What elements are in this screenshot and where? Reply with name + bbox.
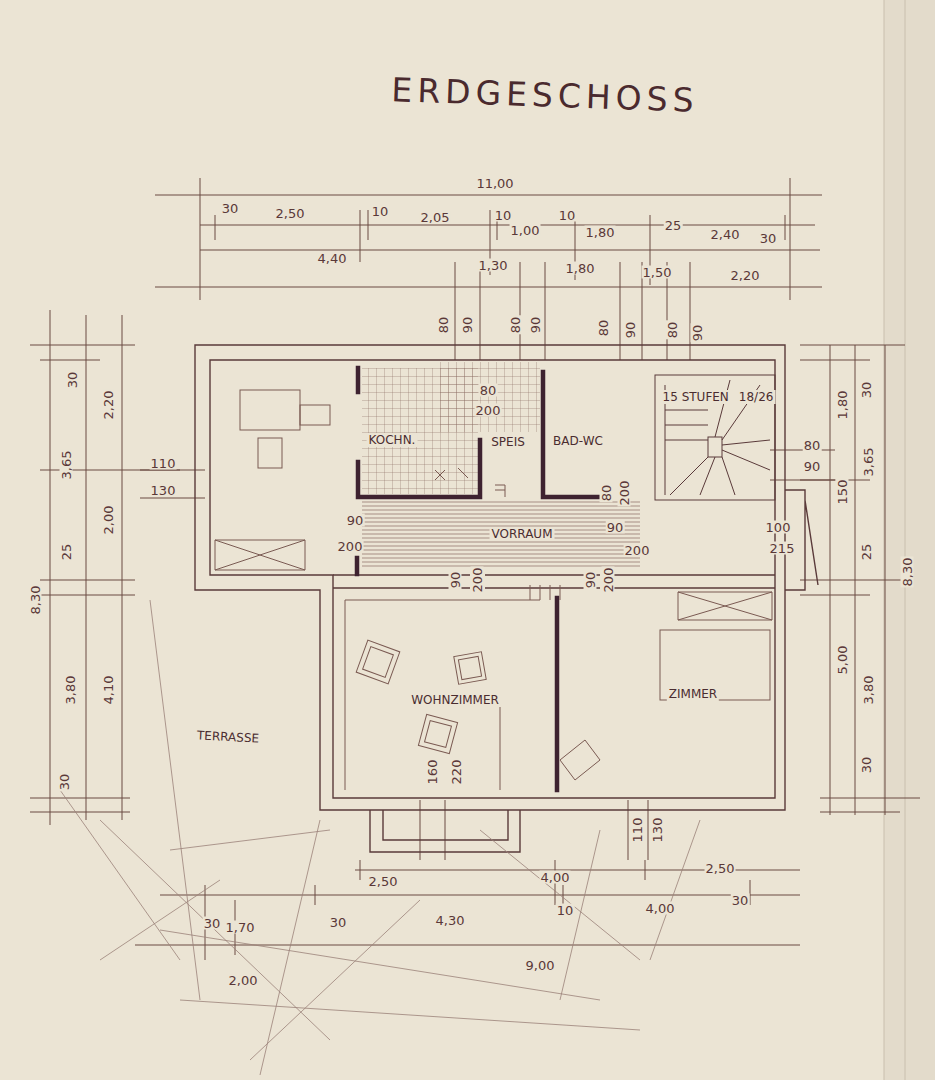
dimension-label: 80 bbox=[666, 321, 679, 340]
dimension-label: 90 bbox=[691, 324, 704, 343]
dimension-label: 90 bbox=[624, 321, 637, 340]
dimension-label: 200 bbox=[618, 480, 631, 507]
dimension-label: 2,20 bbox=[730, 269, 761, 282]
dimension-label: 30 bbox=[731, 894, 750, 907]
room-name: VORRAUM bbox=[490, 527, 555, 541]
dimension-label: 1,50 bbox=[642, 266, 673, 279]
room-label: SPEIS bbox=[489, 435, 527, 449]
dimension-label: 4,30 bbox=[435, 914, 466, 927]
dimension-label: 30 bbox=[66, 371, 79, 390]
dimension-label: 2,20 bbox=[102, 390, 115, 421]
dimension-label: 5,00 bbox=[836, 645, 849, 676]
dimension-label: 2,50 bbox=[275, 207, 306, 220]
dimension-label: 30 bbox=[860, 756, 873, 775]
dimension-label: 2,00 bbox=[228, 974, 259, 987]
dimension-label: 80 bbox=[479, 384, 498, 397]
room-label: KOCHN. bbox=[367, 433, 418, 447]
dimension-label: 200 bbox=[602, 567, 615, 594]
dimension-label: 160 bbox=[426, 759, 439, 786]
room-label: ZIMMER bbox=[667, 687, 719, 701]
dimension-label: 2,50 bbox=[705, 862, 736, 875]
dimension-label: 4,40 bbox=[317, 252, 348, 265]
dimension-label: 2,05 bbox=[420, 211, 451, 224]
plan-title: ERDGESCHOSS bbox=[391, 73, 699, 117]
dimension-label: 90 bbox=[606, 521, 625, 534]
room-name: TERRASSE bbox=[195, 728, 262, 745]
room-name: WOHNZIMMER bbox=[409, 693, 501, 707]
room-name: 18/26 bbox=[737, 390, 776, 404]
dimension-label: 10 bbox=[556, 904, 575, 917]
dimension-label: 80 bbox=[600, 484, 613, 503]
dimension-label: 30 bbox=[221, 202, 240, 215]
dimension-label: 10 bbox=[494, 209, 513, 222]
dimension-label: 110 bbox=[631, 817, 644, 844]
dimension-label: 130 bbox=[150, 484, 177, 497]
dimension-label: 130 bbox=[651, 817, 664, 844]
dimension-label: 100 bbox=[765, 521, 792, 534]
dimension-label: 200 bbox=[475, 404, 502, 417]
dimension-label: 90 bbox=[529, 316, 542, 335]
room-name: KOCHN. bbox=[367, 433, 418, 447]
dimension-label: 80 bbox=[509, 316, 522, 335]
dimension-label: 9,00 bbox=[525, 959, 556, 972]
dimension-label: 200 bbox=[337, 540, 364, 553]
dimension-label: 2,40 bbox=[710, 228, 741, 241]
dimension-label: 90 bbox=[449, 571, 462, 590]
dimension-label: 1,70 bbox=[225, 921, 256, 934]
dimension-label: 3,80 bbox=[64, 675, 77, 706]
dimension-label: 30 bbox=[203, 917, 222, 930]
dimension-label: 25 bbox=[860, 543, 873, 562]
dimension-label: 150 bbox=[836, 479, 849, 506]
room-label: TERRASSE bbox=[195, 728, 262, 745]
dimension-label: 3,65 bbox=[862, 447, 875, 478]
dimension-label: 2,50 bbox=[368, 875, 399, 888]
room-name: ZIMMER bbox=[667, 687, 719, 701]
room-label: VORRAUM bbox=[490, 527, 555, 541]
dimension-label: 2,00 bbox=[102, 505, 115, 536]
dimension-label: 1,80 bbox=[585, 226, 616, 239]
dimension-label: 25 bbox=[60, 543, 73, 562]
dimension-label: 30 bbox=[58, 773, 71, 792]
dimension-label: 110 bbox=[150, 457, 177, 470]
room-name: BAD-WC bbox=[551, 434, 605, 448]
dimension-label: 10 bbox=[371, 205, 390, 218]
dimension-label: 11,00 bbox=[475, 177, 514, 190]
room-name: SPEIS bbox=[489, 435, 527, 449]
dimension-label: 4,10 bbox=[102, 675, 115, 706]
dimension-label: 30 bbox=[329, 916, 348, 929]
room-label: WOHNZIMMER bbox=[409, 693, 501, 707]
dimension-label: 4,00 bbox=[540, 871, 571, 884]
dimension-label: 1,30 bbox=[478, 259, 509, 272]
dimension-label: 90 bbox=[346, 514, 365, 527]
dimension-label: 80 bbox=[803, 439, 822, 452]
dimension-label: 4,00 bbox=[645, 902, 676, 915]
dimension-label: 200 bbox=[471, 567, 484, 594]
dimension-label: 90 bbox=[584, 571, 597, 590]
dimension-label: 3,80 bbox=[862, 675, 875, 706]
room-name: 15 STUFEN bbox=[661, 390, 731, 404]
dimension-label: 25 bbox=[664, 219, 683, 232]
dimension-label: 90 bbox=[803, 460, 822, 473]
dimension-label: 8,30 bbox=[29, 585, 42, 616]
dimension-label: 200 bbox=[624, 544, 651, 557]
dimension-label: 1,00 bbox=[510, 224, 541, 237]
dimension-label: 30 bbox=[759, 232, 778, 245]
dimension-label: 220 bbox=[450, 759, 463, 786]
dimension-label: 1,80 bbox=[836, 390, 849, 421]
dimension-label: 10 bbox=[558, 209, 577, 222]
dimension-label: 80 bbox=[437, 316, 450, 335]
dimension-label: 80 bbox=[597, 319, 610, 338]
room-label: 15 STUFEN 18/26 bbox=[661, 390, 776, 404]
dimension-label: 8,30 bbox=[901, 557, 914, 588]
dimension-label: 30 bbox=[860, 381, 873, 400]
room-label: BAD-WC bbox=[551, 434, 605, 448]
dimension-label: 90 bbox=[461, 316, 474, 335]
dimension-label: 1,80 bbox=[565, 262, 596, 275]
dimension-label: 215 bbox=[769, 542, 796, 555]
dimension-label: 3,65 bbox=[60, 450, 73, 481]
